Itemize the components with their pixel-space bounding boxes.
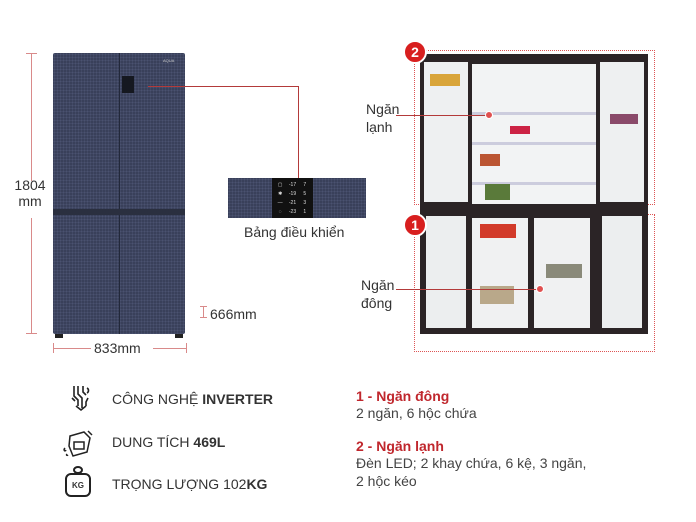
freezer-label-line1: Ngăn bbox=[361, 277, 395, 293]
fridge-pointer-dot bbox=[485, 111, 493, 119]
fridge-temp: 1 bbox=[303, 208, 307, 215]
mode-icon: — bbox=[277, 199, 283, 206]
freezer-temp: -23 bbox=[288, 208, 297, 215]
width-line-right bbox=[153, 348, 186, 349]
feature-text: CÔNG NGHỆ bbox=[112, 391, 203, 407]
control-display: ▢ -17 7 ✱ -19 5 — -21 3 ◌ -23 1 bbox=[272, 178, 313, 218]
freezer-temp: -19 bbox=[288, 190, 297, 197]
fridge-badge: 2 bbox=[403, 40, 427, 64]
weight-kg-icon: KG bbox=[65, 466, 91, 498]
height-dimension-line-lower bbox=[31, 218, 32, 333]
spec-line: 2 ngăn, 6 hộc chứa bbox=[356, 405, 477, 421]
middle-handle bbox=[53, 209, 185, 215]
lower-left-door bbox=[426, 216, 466, 328]
lower-right-door bbox=[602, 216, 642, 328]
control-panel-label: Bảng điều khiển bbox=[244, 224, 345, 240]
height-tick-top bbox=[26, 53, 37, 54]
foot-right bbox=[175, 334, 183, 338]
freezer-temp: -21 bbox=[288, 199, 297, 206]
brand-logo: AQUA bbox=[163, 58, 175, 63]
fridge-temp: 5 bbox=[303, 190, 307, 197]
fridge-label-line1: Ngăn bbox=[366, 101, 400, 117]
callout-line-h bbox=[148, 86, 298, 87]
width-line-left bbox=[53, 348, 91, 349]
feature-capacity: DUNG TÍCH 469L bbox=[112, 434, 225, 450]
feature-bold: 469L bbox=[193, 434, 226, 450]
callout-line-v bbox=[298, 86, 299, 178]
foot-left bbox=[55, 334, 63, 338]
spec-title: 1 - Ngăn đông bbox=[356, 388, 450, 404]
feature-bold: INVERTER bbox=[202, 391, 274, 407]
mode-icon: ✱ bbox=[278, 190, 283, 197]
freezer-temp: -17 bbox=[288, 181, 297, 188]
upper-right-door bbox=[600, 62, 644, 202]
spec-title: 2 - Ngăn lạnh bbox=[356, 438, 444, 454]
fridge-front-image: AQUA bbox=[53, 53, 185, 338]
weight-icon-text: KG bbox=[65, 473, 91, 497]
control-panel-closeup: ▢ -17 7 ✱ -19 5 — -21 3 ◌ -23 1 bbox=[228, 178, 366, 218]
upper-interior bbox=[472, 64, 596, 204]
height-tick-bottom bbox=[26, 333, 37, 334]
inverter-chip-icon bbox=[68, 384, 94, 412]
spec-freezer: 1 - Ngăn đông 2 ngăn, 6 hộc chứa bbox=[356, 388, 477, 422]
door-split bbox=[119, 53, 120, 334]
fridge-open-image bbox=[420, 54, 648, 336]
spec-line: Đèn LED; 2 khay chứa, 6 kệ, 3 ngăn, bbox=[356, 455, 587, 471]
freezer-pointer-dot bbox=[536, 285, 544, 293]
feature-weight: TRỌNG LƯỢNG 102KG bbox=[112, 476, 267, 492]
depth-icon bbox=[200, 306, 207, 318]
width-tick-left bbox=[53, 343, 54, 353]
freezer-label-line2: đông bbox=[361, 295, 393, 311]
fridge-temp: 7 bbox=[303, 181, 307, 188]
width-tick-right bbox=[186, 343, 187, 353]
mode-icon: ◌ bbox=[278, 208, 282, 215]
feature-text: TRỌNG LƯỢNG 102 bbox=[112, 476, 247, 492]
spec-fridge: 2 - Ngăn lạnh Đèn LED; 2 khay chứa, 6 kệ… bbox=[356, 438, 586, 490]
feature-bold: KG bbox=[246, 476, 268, 492]
capacity-box-icon bbox=[62, 428, 96, 458]
fridge-label: Ngăn lạnh bbox=[366, 100, 399, 136]
feature-inverter: CÔNG NGHỆ INVERTER bbox=[112, 391, 273, 407]
freezer-pointer-line bbox=[396, 289, 538, 290]
freezer-badge: 1 bbox=[403, 213, 427, 237]
display-window bbox=[122, 76, 134, 93]
height-number: 1804 bbox=[14, 177, 46, 193]
height-dimension-line bbox=[31, 53, 32, 181]
depth-value: 666mm bbox=[210, 306, 257, 322]
height-unit: mm bbox=[18, 193, 42, 209]
fridge-temp: 3 bbox=[303, 199, 307, 206]
fridge-pointer-line bbox=[396, 115, 488, 116]
fridge-label-line2: lạnh bbox=[366, 119, 393, 135]
spec-line: 2 hộc kéo bbox=[356, 473, 417, 489]
width-value: 833mm bbox=[94, 340, 141, 356]
feature-text: DUNG TÍCH bbox=[112, 434, 194, 450]
freezer-label: Ngăn đông bbox=[361, 276, 394, 312]
mode-icon: ▢ bbox=[277, 181, 283, 188]
